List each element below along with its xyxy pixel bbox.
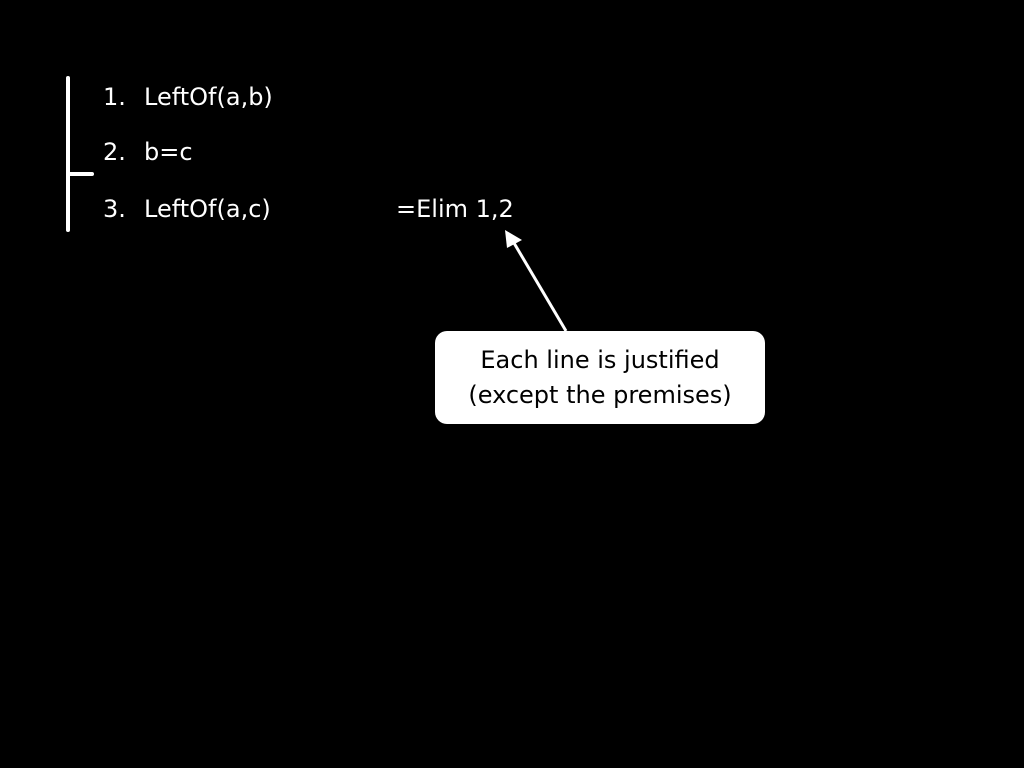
premise-sentence-1: LeftOf(a,b) [144,83,273,111]
callout-text-line-1: Each line is justified [480,345,720,374]
callout-text-line-2: (except the premises) [468,380,732,409]
callout-arrow-shaft [512,242,568,332]
premise-sentence-2: b=c [144,138,193,166]
line-number-3: 3. [103,195,126,223]
callout-arrow-head [505,230,522,248]
justification-label: =Elim 1,2 [396,195,514,223]
callout-box: Each line is justified (except the premi… [435,331,765,424]
line-number-1: 1. [103,83,126,111]
line-number-2: 2. [103,138,126,166]
conclusion-sentence: LeftOf(a,c) [144,195,271,223]
